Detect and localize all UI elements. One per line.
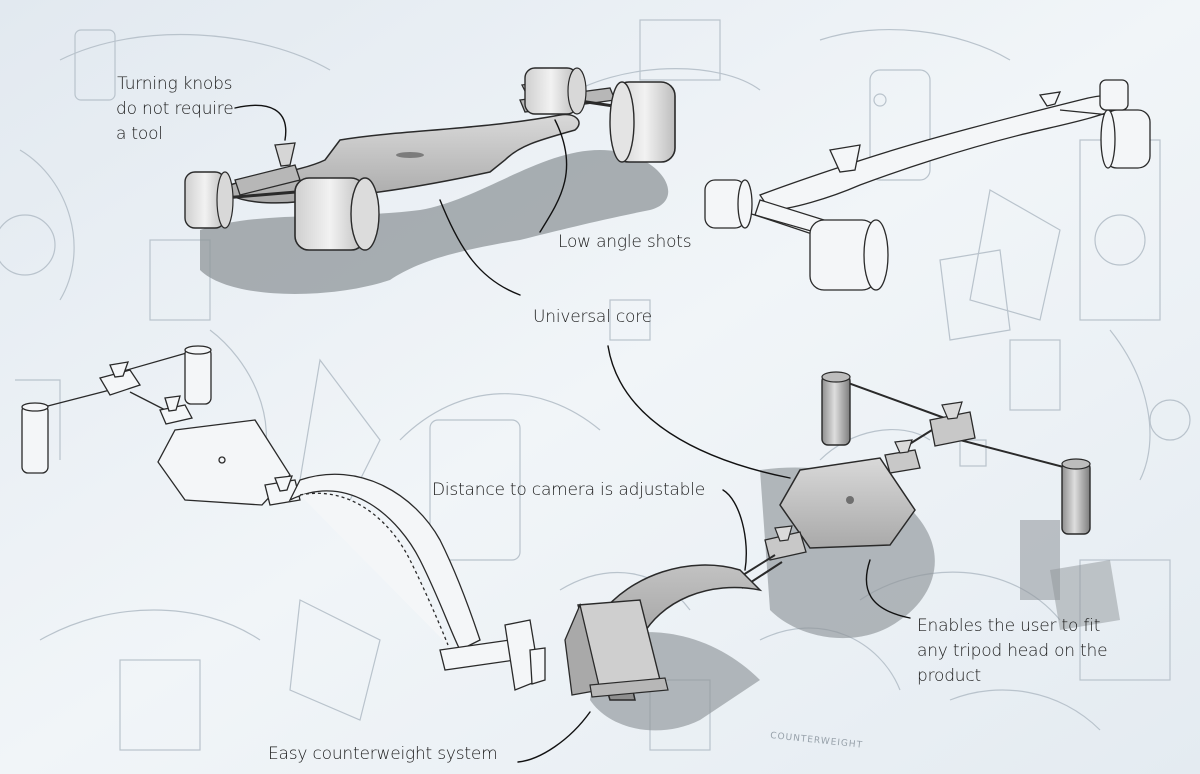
- annotation-line: any tripod head on the: [917, 641, 1108, 661]
- annotation-line: a tool: [116, 124, 163, 144]
- annotation-line: Turning knobs: [117, 74, 233, 94]
- leader-lines: [234, 104, 911, 763]
- annotation-line: product: [917, 666, 981, 686]
- dolly-shadow: [200, 150, 669, 294]
- annotation-turning-knobs: Turning knobs do not require a tool: [116, 72, 234, 147]
- annotation-line: Enables the user to fit: [917, 616, 1101, 636]
- annotation-counterweight: Easy counterweight system: [268, 744, 498, 764]
- annotation-distance: Distance to camera is adjustable: [432, 480, 706, 500]
- dolly-shaded: [184, 67, 676, 294]
- turning-knob: [274, 142, 296, 167]
- annotation-low-angle: Low angle shots: [558, 232, 692, 252]
- counterweight-cylinder: [821, 374, 851, 446]
- annotation-tripod: Enables the user to fit any tripod head …: [917, 614, 1108, 689]
- counterweight-cylinder: [1061, 461, 1091, 535]
- rig-shaded: [564, 371, 1120, 731]
- arc-mount: [288, 473, 481, 651]
- rig-outline: [21, 345, 546, 691]
- annotation-line: do not require: [116, 99, 234, 119]
- dolly-outline: [704, 79, 1151, 291]
- annotation-universal-core: Universal core: [533, 307, 652, 327]
